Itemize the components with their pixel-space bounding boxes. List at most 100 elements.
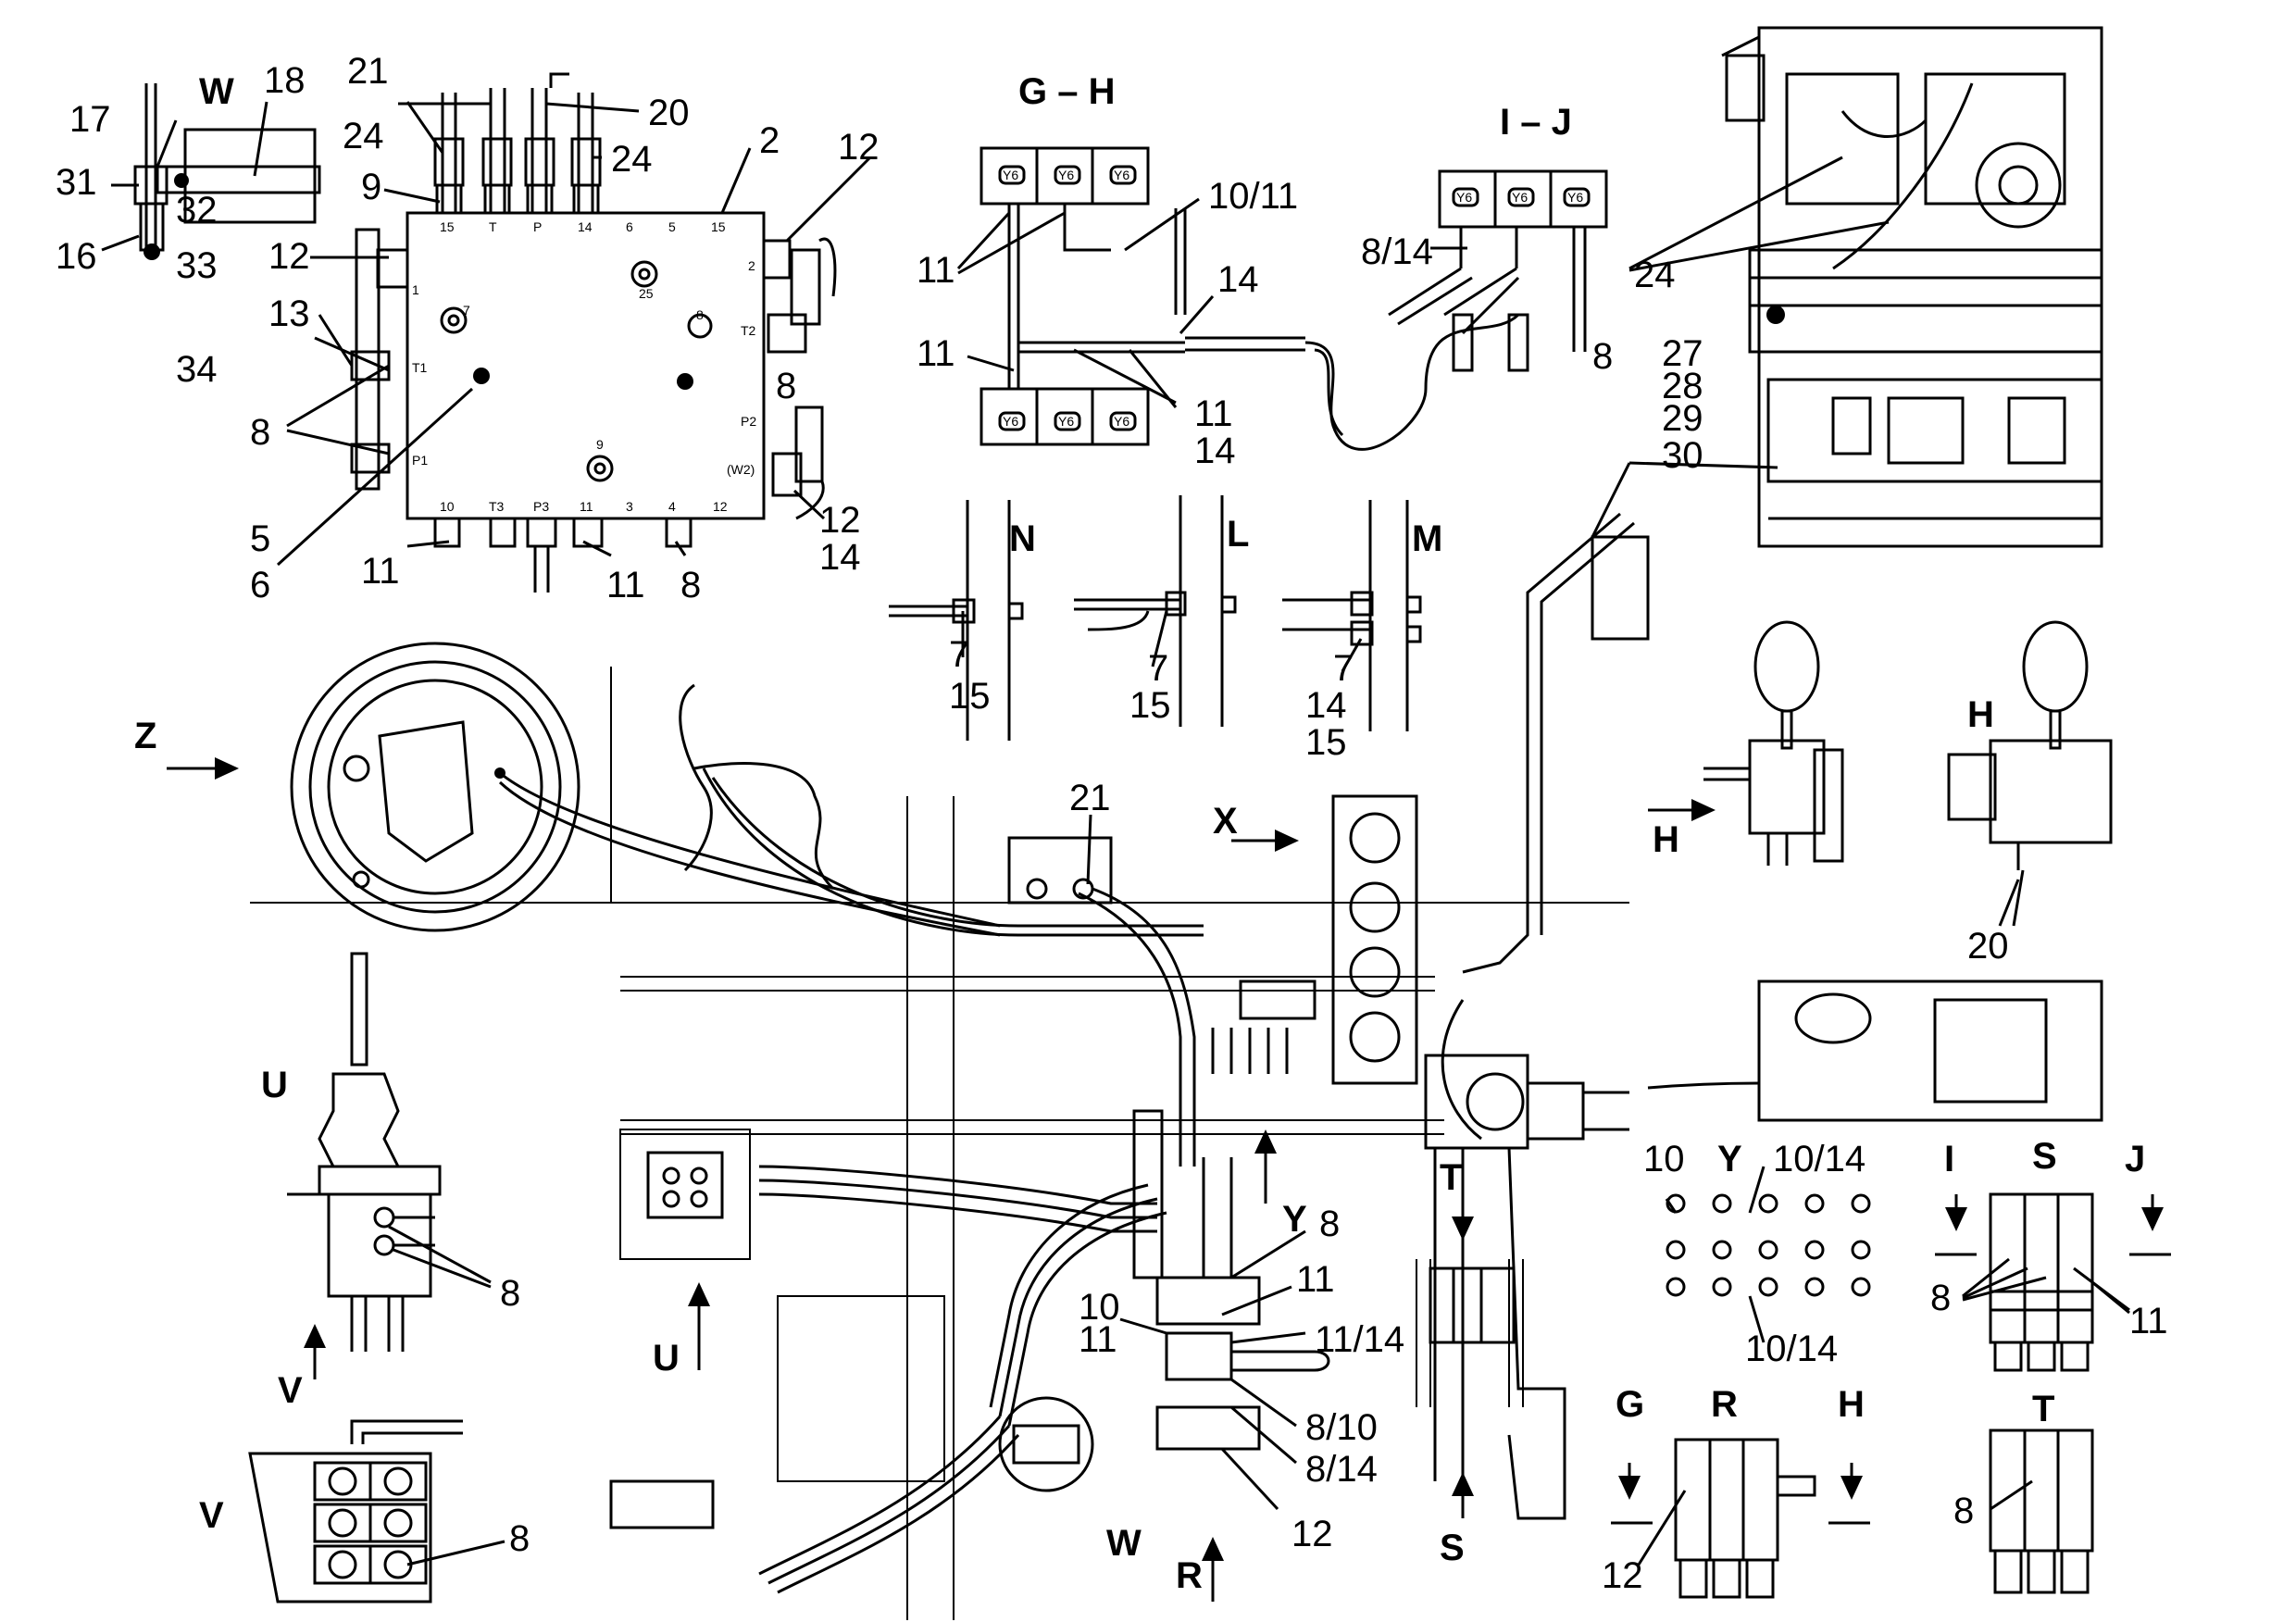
detail-y-fittings xyxy=(1666,1193,1871,1297)
view-label-h-arrow: H xyxy=(1653,819,1679,860)
view-label-r-arrow: R xyxy=(1176,1555,1203,1596)
svg-text:Y6: Y6 xyxy=(1512,190,1528,205)
svg-text:Y6: Y6 xyxy=(1003,414,1018,429)
svg-text:Y6: Y6 xyxy=(1114,168,1129,182)
callout-numbers: 17 18 31 16 32 33 34 21 20 24 24 9 2 12 … xyxy=(56,51,2168,1596)
svg-text:3: 3 xyxy=(626,499,633,514)
detail-w xyxy=(133,83,321,260)
view-labels: W G – H I – J N L M Z X H H U U V V Y Y … xyxy=(134,71,2145,1596)
svg-text:T1: T1 xyxy=(412,360,428,375)
svg-text:T3: T3 xyxy=(489,499,505,514)
svg-text:P3: P3 xyxy=(533,499,549,514)
svg-text:14: 14 xyxy=(1305,685,1347,726)
svg-text:T: T xyxy=(489,219,497,234)
svg-text:8/10: 8/10 xyxy=(1305,1407,1378,1448)
svg-text:15: 15 xyxy=(1305,722,1347,763)
view-label-t-detail: T xyxy=(2032,1389,2054,1429)
detail-r-stack xyxy=(1674,1438,1816,1599)
svg-text:2: 2 xyxy=(759,120,780,161)
detail-z-tank xyxy=(290,642,1001,937)
svg-text:29: 29 xyxy=(1662,398,1703,439)
svg-text:2: 2 xyxy=(748,258,755,273)
svg-text:20: 20 xyxy=(1967,926,2009,967)
svg-text:9: 9 xyxy=(361,167,381,207)
svg-text:11: 11 xyxy=(2129,1301,2168,1341)
svg-text:30: 30 xyxy=(1662,435,1703,476)
svg-text:8/14: 8/14 xyxy=(1305,1449,1378,1490)
svg-text:12: 12 xyxy=(268,236,310,277)
svg-text:15: 15 xyxy=(949,676,991,717)
svg-text:13: 13 xyxy=(268,293,310,334)
view-label-u-detail: U xyxy=(261,1065,288,1105)
svg-text:7: 7 xyxy=(949,634,969,675)
svg-text:9: 9 xyxy=(596,437,604,452)
svg-text:18: 18 xyxy=(264,60,306,101)
view-label-z: Z xyxy=(134,716,156,756)
svg-text:7: 7 xyxy=(1333,648,1354,689)
svg-text:16: 16 xyxy=(56,236,97,277)
engine-assembly xyxy=(1721,26,2103,548)
svg-text:10/14: 10/14 xyxy=(1773,1139,1866,1179)
svg-text:Y6: Y6 xyxy=(1003,168,1018,182)
svg-text:Y6: Y6 xyxy=(1058,414,1074,429)
view-label-h-detail: H xyxy=(1967,694,1994,735)
detail-t-stack xyxy=(1989,1429,2094,1594)
svg-text:34: 34 xyxy=(176,349,218,390)
valve-group-ij xyxy=(1388,169,1608,372)
view-label-w-arrow: W xyxy=(1106,1523,1142,1564)
view-label-g-arrow: G xyxy=(1616,1384,1644,1425)
svg-text:32: 32 xyxy=(176,190,218,231)
svg-text:11: 11 xyxy=(606,565,645,605)
svg-text:8: 8 xyxy=(696,307,704,322)
svg-text:12: 12 xyxy=(1292,1514,1333,1554)
view-arrows xyxy=(167,757,2171,1602)
detail-u-joystick xyxy=(287,952,442,1352)
svg-text:12: 12 xyxy=(819,500,861,541)
svg-text:Y6: Y6 xyxy=(1456,190,1472,205)
view-label-s-arrow: S xyxy=(1440,1528,1465,1568)
svg-text:15: 15 xyxy=(711,219,726,234)
svg-text:21: 21 xyxy=(1069,778,1111,818)
detail-nlm xyxy=(889,495,1422,741)
svg-text:14: 14 xyxy=(1217,259,1259,300)
svg-text:11: 11 xyxy=(361,551,400,592)
svg-text:P: P xyxy=(533,219,542,234)
svg-text:Y6: Y6 xyxy=(1058,168,1074,182)
svg-text:27: 27 xyxy=(1662,333,1703,374)
svg-text:12: 12 xyxy=(838,127,880,168)
detail-t-manifold xyxy=(1416,1259,1524,1407)
svg-text:24: 24 xyxy=(611,139,653,180)
view-label-v-arrow: V xyxy=(278,1370,303,1411)
port-labels: 15 T P 14 6 5 15 1 T1 P1 2 T2 P2 (W2) 10… xyxy=(412,219,756,514)
svg-text:7: 7 xyxy=(1148,648,1168,689)
svg-text:8: 8 xyxy=(1592,336,1613,377)
svg-text:8: 8 xyxy=(500,1273,520,1314)
view-label-y-arrow: Y xyxy=(1282,1199,1307,1240)
view-label-i-arrow: I xyxy=(1944,1139,1954,1179)
svg-text:10: 10 xyxy=(440,499,455,514)
svg-text:5: 5 xyxy=(668,219,676,234)
svg-text:11/14: 11/14 xyxy=(1315,1319,1404,1360)
svg-text:8: 8 xyxy=(1319,1204,1340,1244)
svg-text:10: 10 xyxy=(1079,1287,1120,1328)
svg-text:31: 31 xyxy=(56,162,97,203)
svg-text:11: 11 xyxy=(917,250,955,291)
svg-text:17: 17 xyxy=(69,99,111,140)
view-label-v-detail: V xyxy=(199,1495,224,1536)
view-label-x: X xyxy=(1213,801,1238,842)
view-label-u-arrow: U xyxy=(653,1338,680,1379)
svg-text:8: 8 xyxy=(1953,1491,1974,1531)
view-label-h-arrow2: H xyxy=(1838,1384,1865,1425)
leader-lines xyxy=(101,101,2130,1566)
view-label-gh: G – H xyxy=(1018,71,1115,112)
svg-text:P1: P1 xyxy=(412,453,428,468)
svg-text:33: 33 xyxy=(176,245,218,286)
svg-text:8/14: 8/14 xyxy=(1361,231,1433,272)
svg-text:28: 28 xyxy=(1662,366,1703,406)
svg-text:14: 14 xyxy=(578,219,593,234)
svg-text:7: 7 xyxy=(463,303,470,318)
view-label-w: W xyxy=(199,71,234,112)
view-label-m: M xyxy=(1412,518,1442,559)
view-label-l: L xyxy=(1227,514,1249,555)
svg-text:24: 24 xyxy=(343,116,384,156)
